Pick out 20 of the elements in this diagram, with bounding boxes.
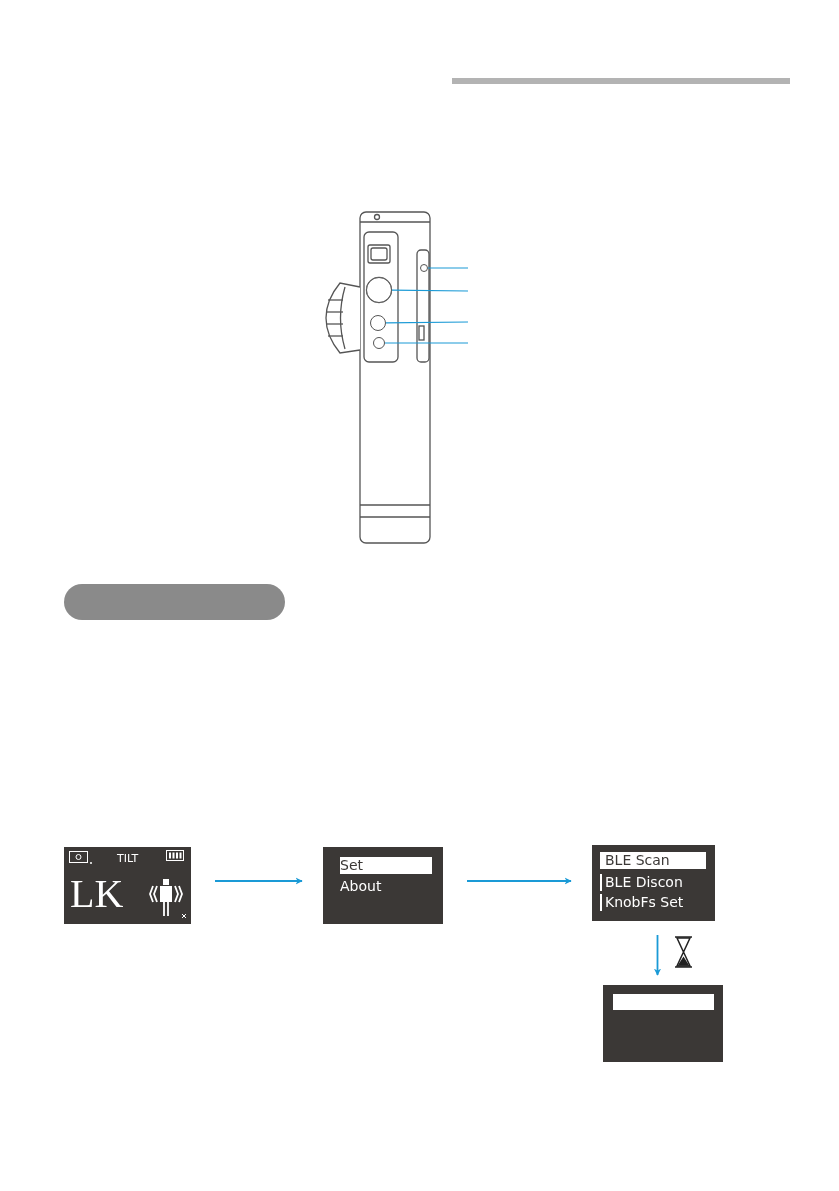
leader-line <box>385 321 469 324</box>
menu-item: BLE Discon <box>600 874 683 891</box>
menu-screen <box>592 845 715 921</box>
arrow <box>214 877 303 885</box>
blank-screen <box>603 985 723 1062</box>
menu-item: About <box>340 878 382 895</box>
display-screen <box>64 847 191 924</box>
menu-item: KnobFs Set <box>600 894 684 911</box>
side-button <box>420 264 428 272</box>
menu-item: BLE Scan <box>600 852 706 869</box>
menu-screen <box>323 847 443 924</box>
section-tab <box>64 584 285 620</box>
arrow <box>466 877 572 885</box>
arrow <box>653 934 662 976</box>
menu-item: Set <box>340 857 432 874</box>
leader-line <box>384 342 469 344</box>
leader-line <box>391 289 469 292</box>
mode-label: TILT <box>117 852 139 865</box>
leader-line <box>427 267 469 269</box>
lock-mode-label: LK <box>70 873 124 915</box>
